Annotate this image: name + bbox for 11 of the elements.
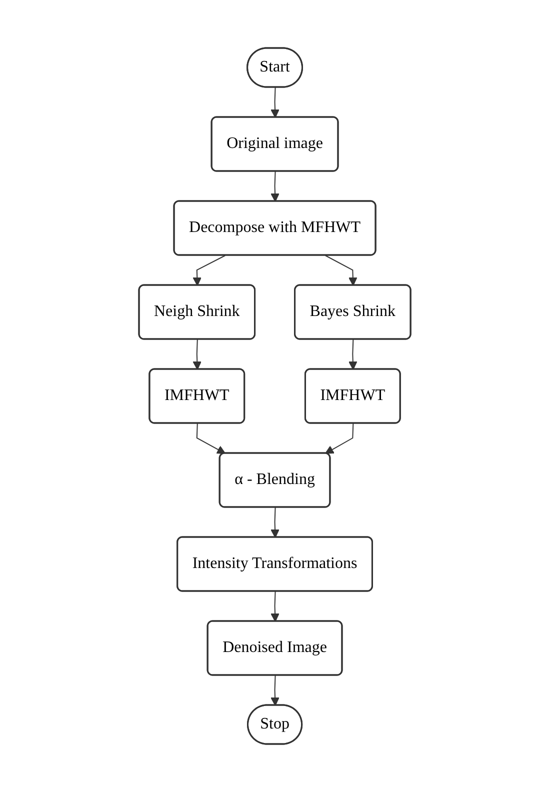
arrow (270, 591, 280, 622)
arrow (192, 339, 202, 370)
arrow (192, 255, 226, 286)
arrow (270, 675, 280, 706)
arrow (196, 423, 226, 454)
arrow (270, 507, 280, 538)
arrow (324, 423, 354, 454)
arrow (270, 87, 280, 118)
arrow (324, 255, 358, 286)
arrow (270, 171, 280, 202)
arrow (348, 339, 358, 370)
